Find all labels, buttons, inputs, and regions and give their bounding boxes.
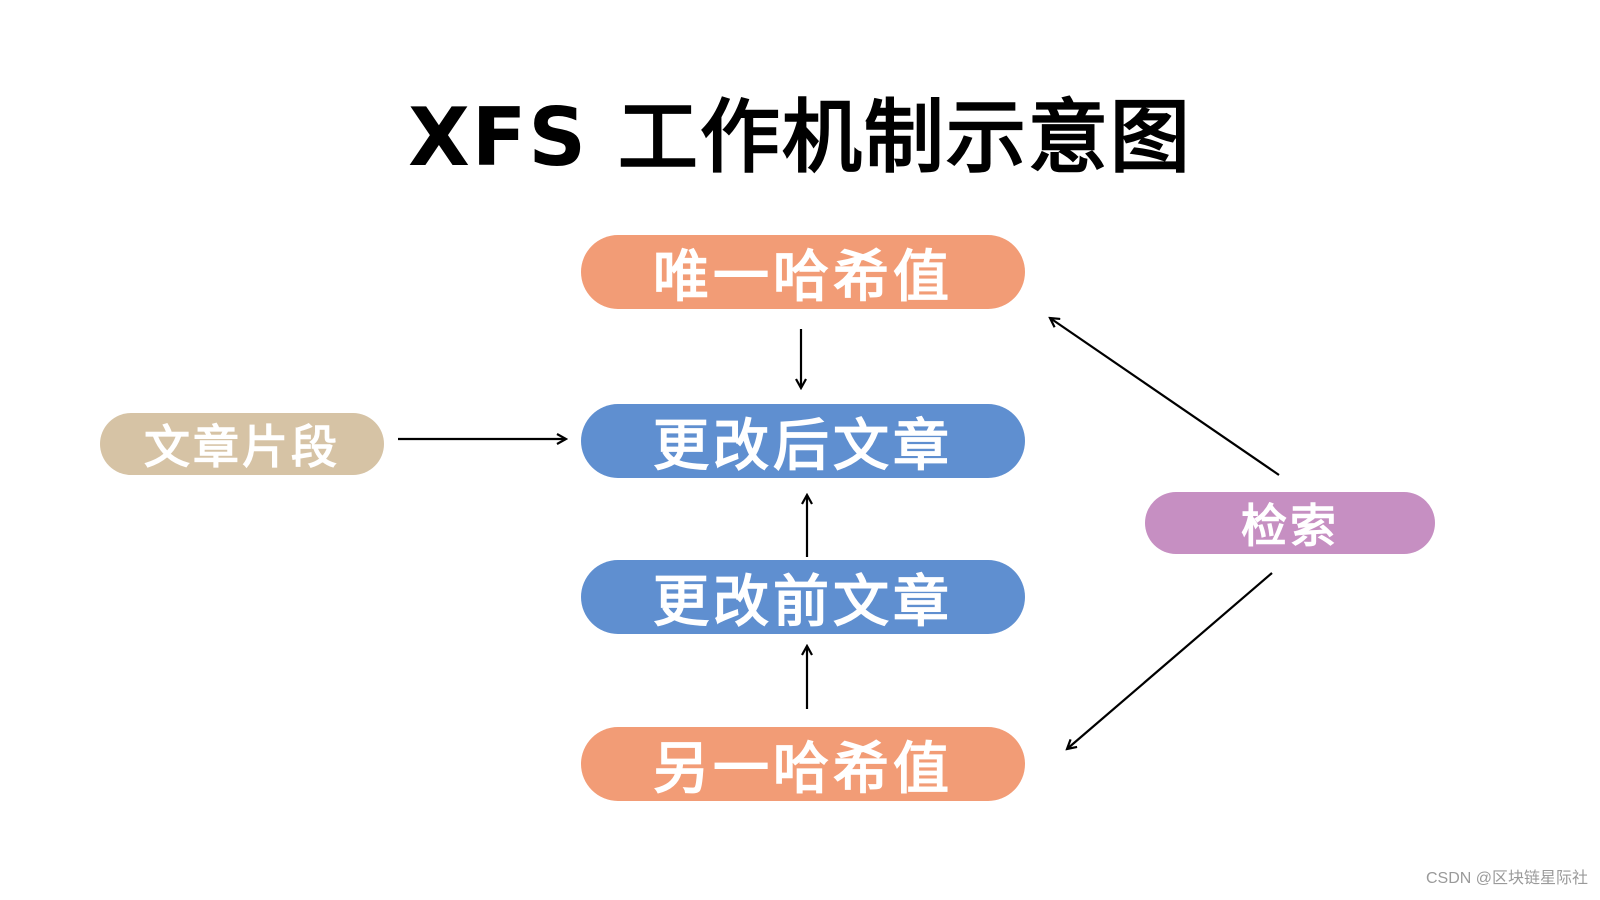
diagram-title: XFS 工作机制示意图 xyxy=(408,91,1192,184)
node-before-article: 更改前文章 xyxy=(581,560,1025,634)
node-after-article: 更改后文章 xyxy=(581,404,1025,478)
arrow-retrieve-to-another-hash xyxy=(1067,572,1273,749)
node-retrieve: 检索 xyxy=(1145,492,1435,554)
node-unique-hash: 唯一哈希值 xyxy=(581,235,1025,309)
arrow-retrieve-to-unique-hash xyxy=(1050,318,1280,476)
node-article-fragment: 文章片段 xyxy=(100,413,384,475)
watermark: CSDN @区块链星际社 xyxy=(1425,870,1588,887)
node-another-hash: 另一哈希值 xyxy=(581,727,1025,801)
